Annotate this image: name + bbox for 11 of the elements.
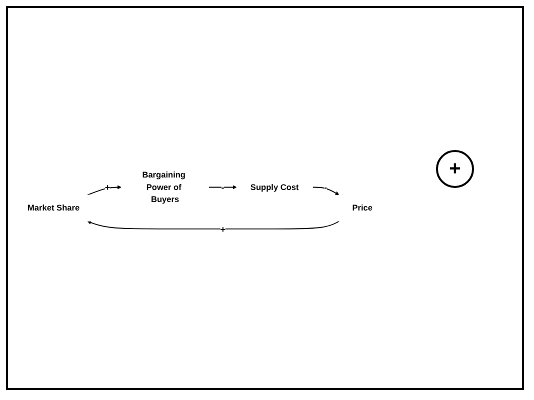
- node-text: Supply Cost: [250, 182, 299, 192]
- arrow: [86, 184, 122, 195]
- loop-polarity-marker: +: [436, 150, 474, 188]
- node-text: Price: [352, 202, 372, 212]
- arrow: [208, 184, 237, 189]
- arrow: [312, 186, 340, 195]
- edge-label: -: [324, 182, 328, 193]
- arrow: [87, 220, 340, 229]
- node-text: Bargaining Power of Buyers: [142, 170, 186, 204]
- node-text: Market Share: [28, 202, 80, 212]
- edge-label: -: [221, 182, 224, 193]
